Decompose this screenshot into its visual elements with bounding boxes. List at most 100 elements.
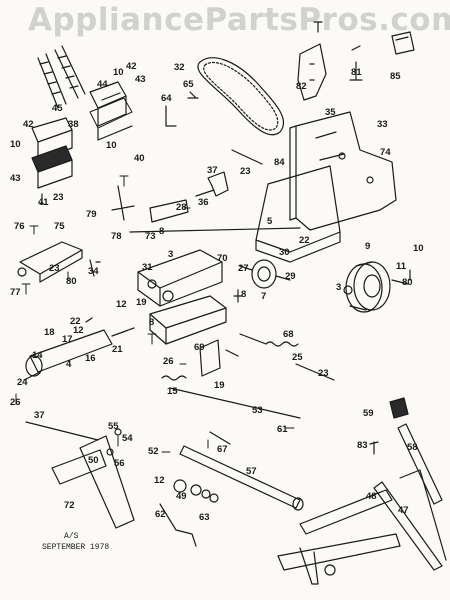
part-68-spring (265, 341, 299, 347)
callout-label: 43 (10, 173, 21, 184)
callout-label: 75 (54, 221, 65, 232)
part-17-actuator (23, 317, 135, 381)
part-62-crank (159, 503, 197, 547)
callout-label: 10 (413, 243, 424, 254)
part-48-frame (373, 469, 447, 571)
callout-label: 23 (318, 368, 329, 379)
callout-label: 3 (168, 249, 174, 260)
callout-label: 55 (108, 421, 119, 432)
callout-label: 83 (357, 440, 368, 451)
part-65-bolt (187, 91, 199, 99)
callout-label: 22 (70, 316, 81, 327)
callout-label: 73 (145, 231, 156, 242)
callout-label: 37 (207, 165, 218, 176)
caption-code: A/S (64, 532, 79, 541)
part-5-frame (255, 165, 341, 263)
callout-label: 74 (380, 147, 391, 158)
callout-label: 56 (114, 458, 125, 469)
part-32-belt (197, 57, 285, 136)
callout-label: 7 (261, 291, 267, 302)
part-57-bracket (51, 428, 135, 529)
part-7-large-pulley (343, 261, 411, 313)
callout-label: 25 (292, 352, 303, 363)
callout-label: 12 (116, 299, 127, 310)
callout-label: 35 (325, 107, 336, 118)
callout-label: 47 (398, 505, 409, 516)
part-44-block (89, 81, 127, 127)
callout-label: 48 (366, 491, 377, 502)
callout-label: 19 (214, 380, 225, 391)
part-8-shaft (129, 227, 301, 233)
part-72-hub (173, 479, 219, 503)
callout-label: 57 (246, 466, 257, 477)
callout-label: 19 (136, 297, 147, 308)
part-53-grip (389, 397, 409, 419)
callout-label: 38 (68, 119, 79, 130)
part-74-rod (231, 149, 263, 165)
callout-label: 85 (390, 71, 401, 82)
callout-label: 8 (241, 289, 247, 300)
part-69-rod (295, 363, 335, 381)
part-47-base (277, 533, 401, 585)
callout-label: 15 (167, 386, 178, 397)
callout-label: 82 (296, 81, 307, 92)
callout-label: 4 (66, 359, 72, 370)
callout-label: 50 (88, 455, 99, 466)
callout-label: 14 (32, 350, 43, 361)
part-34-center-block (137, 249, 223, 307)
callout-label: 33 (377, 119, 388, 130)
part-49-bar (299, 489, 393, 535)
callout-label: 72 (64, 500, 75, 511)
callout-label: 30 (279, 247, 290, 258)
callout-label: 23 (53, 192, 64, 203)
callout-label: 52 (148, 446, 159, 457)
part-38-block (89, 97, 133, 141)
callout-label: 18 (44, 327, 55, 338)
callout-label: 26 (163, 356, 174, 367)
part-76-bracket (17, 241, 83, 283)
callout-label: 3 (336, 282, 342, 293)
callout-label: 22 (299, 235, 310, 246)
part-4-link (225, 333, 267, 357)
callout-label: 80 (66, 276, 77, 287)
callout-label: 44 (97, 79, 108, 90)
part-85-plate (391, 31, 415, 55)
part-24-rod (169, 387, 301, 419)
callout-label: 36 (198, 197, 209, 208)
callout-label: 49 (176, 491, 187, 502)
callout-label: 80 (402, 277, 413, 288)
part-43-block (31, 117, 73, 205)
callout-label: 23 (240, 166, 251, 177)
callout-label: 68 (283, 329, 294, 340)
callout-label: 64 (161, 93, 172, 104)
callout-label: 23 (49, 263, 60, 274)
callout-label: 43 (135, 74, 146, 85)
callout-label: 10 (10, 139, 21, 150)
callout-label: 12 (73, 325, 84, 336)
callout-label: 10 (106, 140, 117, 151)
callout-label: 34 (88, 266, 99, 277)
part-81-bolts (349, 45, 363, 81)
part-26-spring (161, 375, 187, 381)
callout-label: 42 (126, 61, 137, 72)
callout-label: 16 (85, 353, 96, 364)
part-12-lower-block (149, 295, 227, 345)
part-33-housing (289, 111, 397, 231)
callout-label: 27 (238, 263, 249, 274)
callout-label: 65 (183, 79, 194, 90)
callout-label: 31 (142, 262, 153, 273)
callout-label: 70 (217, 253, 228, 264)
callout-label: 77 (10, 287, 21, 298)
callout-label: 40 (134, 153, 145, 164)
part-64-rod (165, 105, 177, 127)
callout-label: 8 (149, 317, 155, 328)
callout-label: 41 (38, 197, 49, 208)
callout-label: 9 (365, 241, 371, 252)
callout-label: 37 (34, 410, 45, 421)
callout-label: 12 (154, 475, 165, 486)
part-77-pin (89, 259, 101, 277)
part-50-pin (369, 441, 379, 455)
callout-label: 84 (274, 157, 285, 168)
part-21-plate (199, 339, 221, 377)
